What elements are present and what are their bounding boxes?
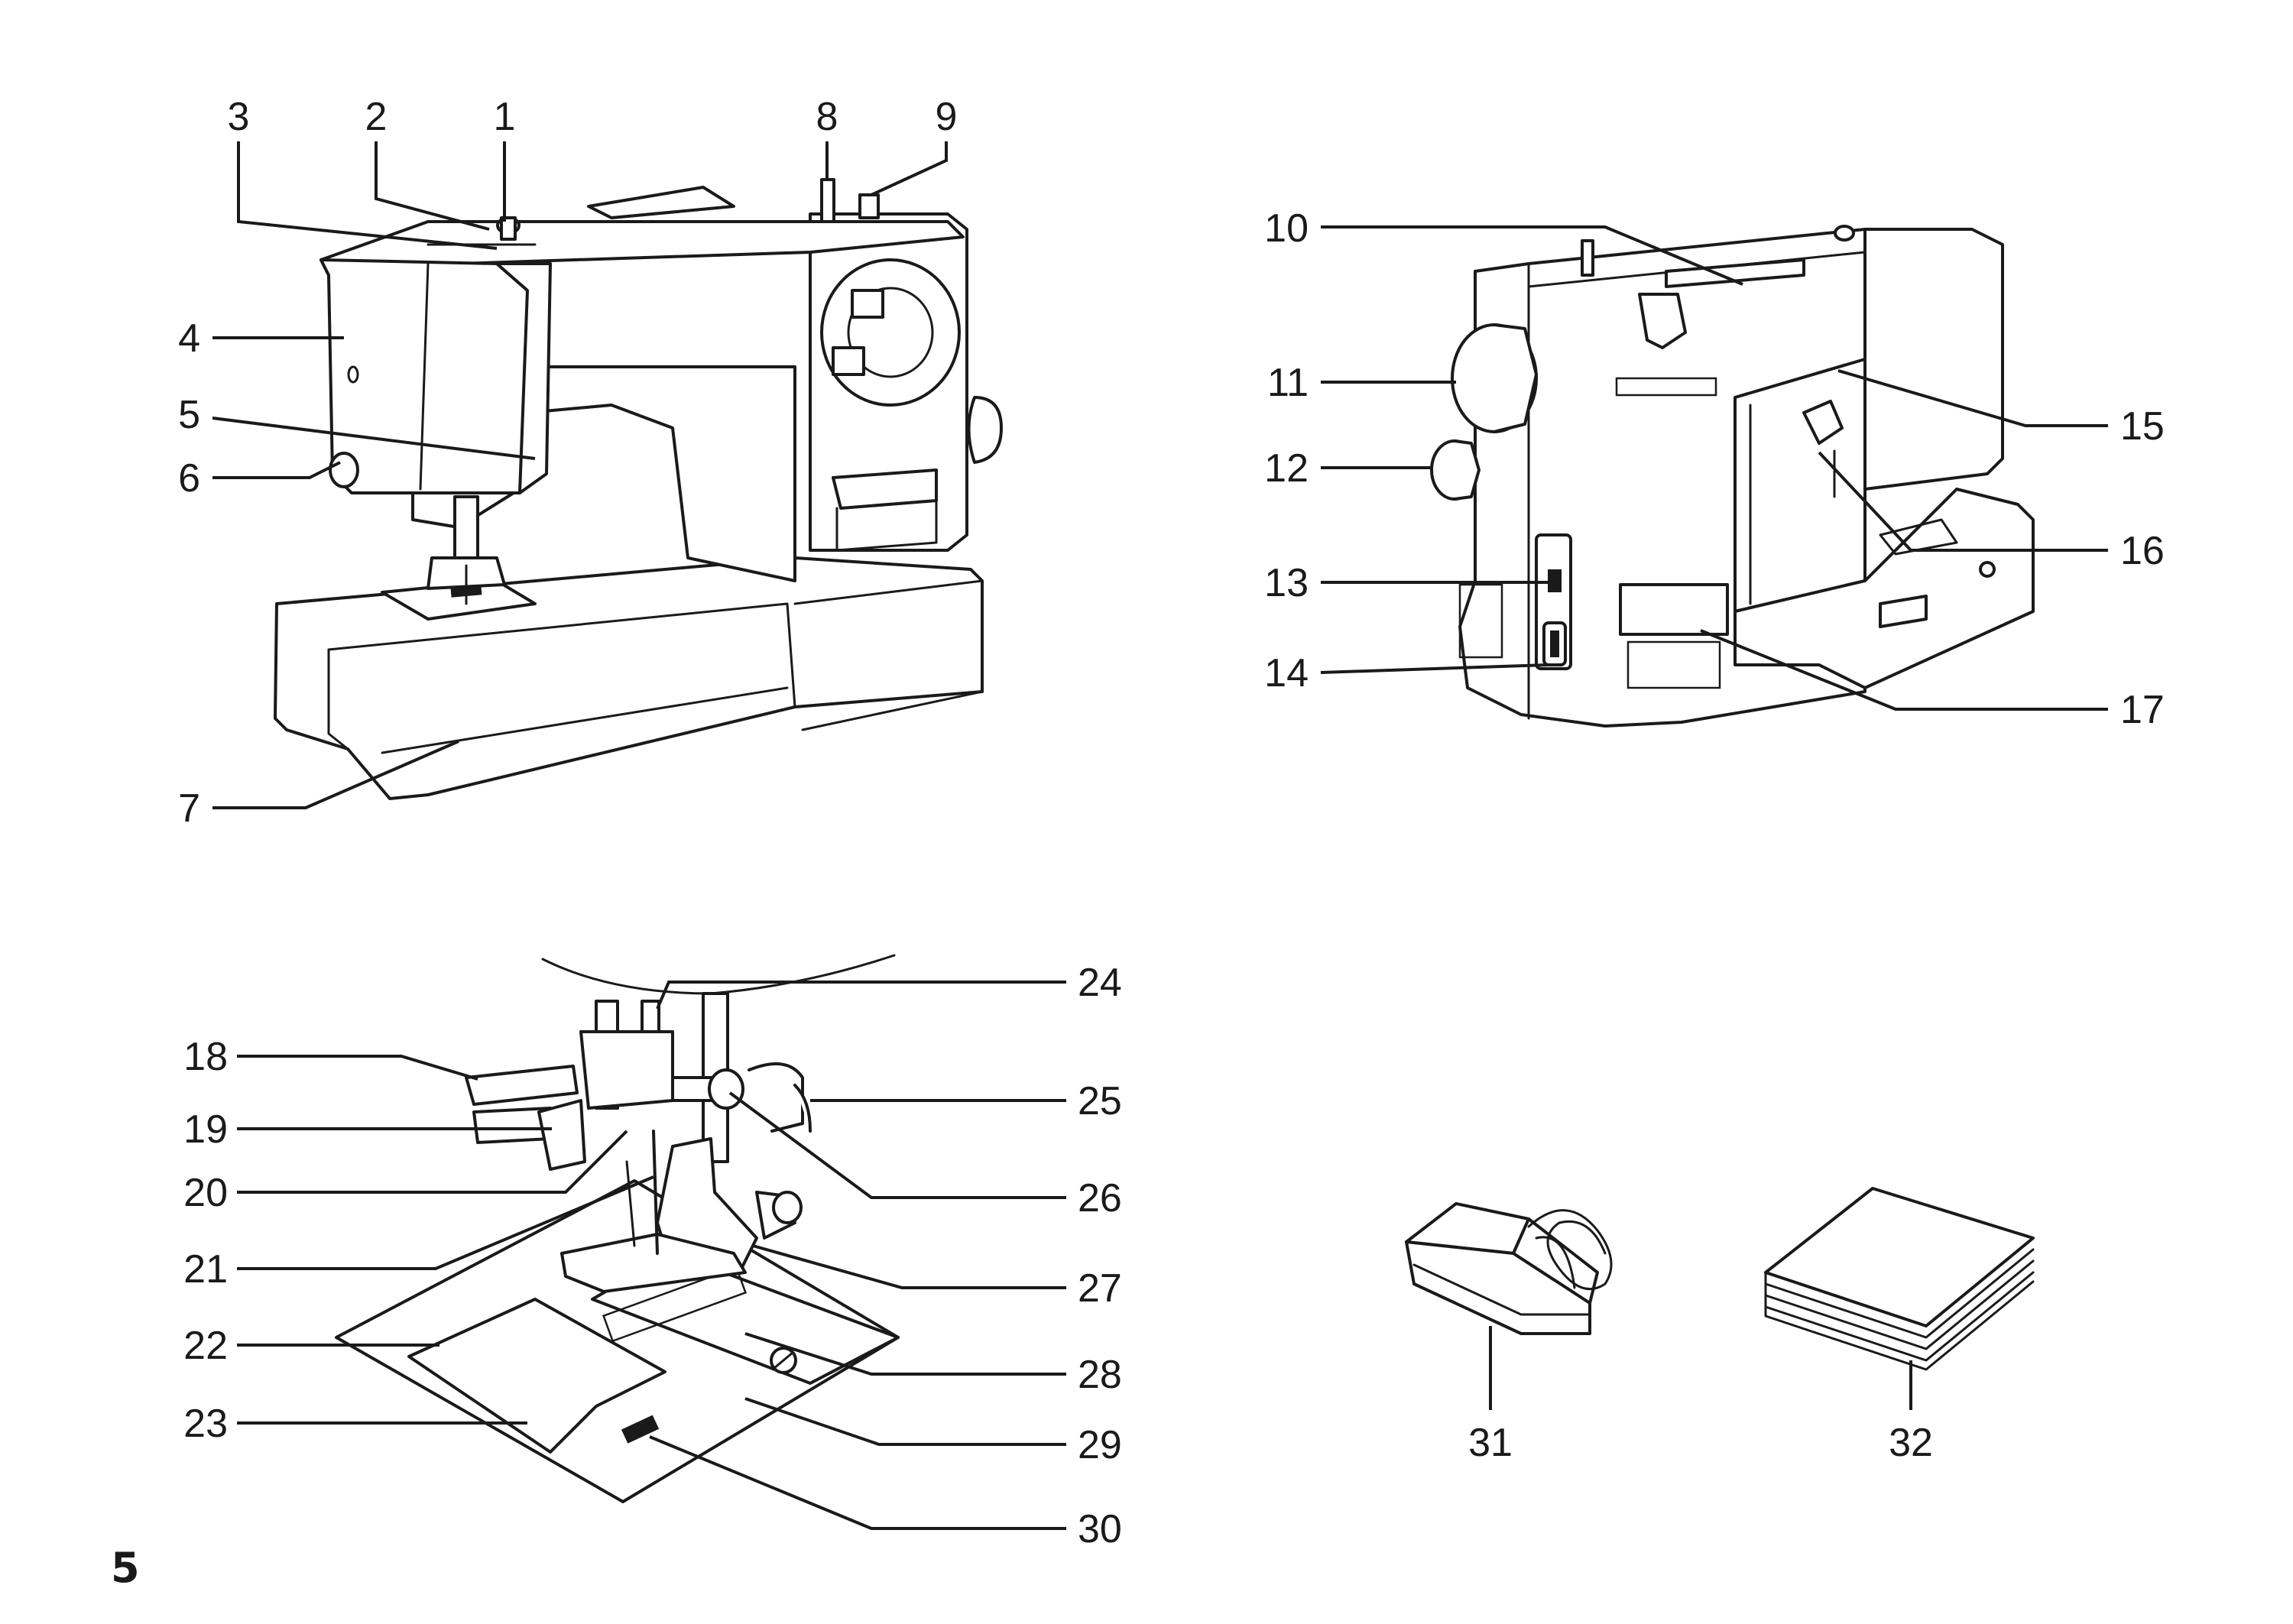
callout-28: 28 <box>1078 1353 1122 1397</box>
callout-31: 31 <box>1468 1421 1513 1465</box>
presser-foot-detail-drawing <box>335 954 900 1503</box>
callout-21: 21 <box>183 1247 228 1292</box>
callout-16: 16 <box>2120 529 2165 573</box>
callout-29: 29 <box>1078 1423 1122 1467</box>
callout-30: 30 <box>1078 1507 1122 1551</box>
callout-12: 12 <box>1264 446 1309 491</box>
front-view-machine-drawing <box>274 178 1003 800</box>
callout-32: 32 <box>1889 1421 1933 1465</box>
callout-8: 8 <box>816 95 838 139</box>
callout-24: 24 <box>1078 961 1122 1005</box>
callout-5: 5 <box>178 393 200 437</box>
rear-view-machine-drawing <box>1430 225 2035 728</box>
presser-foot-detail-callouts: 18 19 20 21 22 23 24 25 26 27 28 29 30 <box>183 961 1122 1551</box>
callout-15: 15 <box>2120 404 2165 449</box>
callout-19: 19 <box>183 1107 228 1152</box>
callout-25: 25 <box>1078 1079 1122 1123</box>
callout-18: 18 <box>183 1035 228 1079</box>
foot-pedal-drawing <box>1405 1202 1613 1335</box>
accessories-callouts: 31 32 <box>1468 1421 1933 1465</box>
rear-view-leaders <box>1320 225 2108 711</box>
callout-13: 13 <box>1264 561 1309 605</box>
accessories-leaders <box>1489 1326 1912 1410</box>
callout-26: 26 <box>1078 1176 1122 1220</box>
instruction-manual-drawing <box>1764 1187 2035 1371</box>
callout-9: 9 <box>936 95 958 139</box>
callout-14: 14 <box>1264 651 1309 695</box>
rear-view-callouts: 10 11 12 13 14 15 16 17 <box>1264 206 2165 732</box>
callout-6: 6 <box>178 456 200 501</box>
callout-10: 10 <box>1264 206 1309 251</box>
callout-17: 17 <box>2120 688 2165 732</box>
callout-11: 11 <box>1267 361 1309 405</box>
callout-7: 7 <box>178 786 200 831</box>
callout-2: 2 <box>365 95 388 139</box>
front-view-leaders <box>212 141 948 809</box>
callout-4: 4 <box>178 316 200 361</box>
front-view-callouts: 1 2 3 4 5 6 7 8 9 <box>178 95 957 831</box>
callout-27: 27 <box>1078 1266 1122 1311</box>
callout-20: 20 <box>183 1171 228 1215</box>
callout-3: 3 <box>228 95 250 139</box>
presser-foot-detail-leaders <box>237 981 1066 1530</box>
callout-23: 23 <box>183 1402 228 1446</box>
page-number: 5 <box>111 1544 140 1592</box>
callout-1: 1 <box>494 95 516 139</box>
callout-22: 22 <box>183 1324 228 1368</box>
